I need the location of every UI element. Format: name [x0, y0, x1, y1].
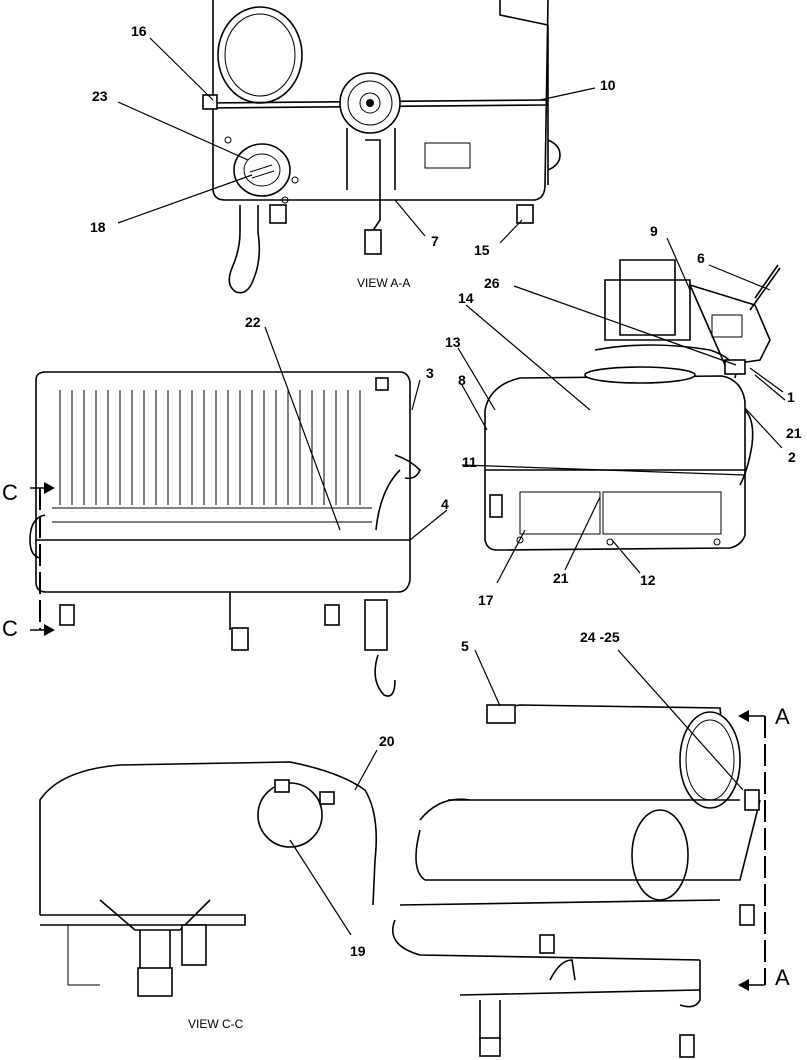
view-c-c-label: VIEW C-C	[188, 1017, 244, 1031]
callout-26: 26	[484, 275, 500, 291]
callout-16: 16	[131, 23, 147, 39]
view-a-a-label: VIEW A-A	[357, 276, 410, 290]
callout-17: 17	[478, 592, 494, 608]
callout-14: 14	[458, 290, 474, 306]
leader-lines	[117, 37, 786, 936]
section-a-bottom-marker: A	[775, 965, 790, 990]
callouts: 16 23 18 10 7 15 9 6 26 14 13 8 1 21 2 1…	[90, 23, 802, 959]
callout-21-upper: 21	[786, 425, 802, 441]
callout-24-25: 24 -25	[580, 629, 620, 645]
callout-21-lower: 21	[553, 570, 569, 586]
callout-12: 12	[640, 572, 656, 588]
callout-23: 23	[92, 88, 108, 104]
blower-assembly-drawing	[484, 259, 781, 551]
fin-slots	[52, 390, 372, 523]
callout-4: 4	[441, 496, 449, 512]
callout-1: 1	[787, 389, 795, 405]
section-c-bottom-marker: C	[2, 616, 18, 641]
callout-11: 11	[462, 454, 477, 470]
view-a-a-drawing	[202, 0, 561, 294]
heater-core-assembly-drawing	[29, 371, 421, 697]
callout-2: 2	[788, 449, 796, 465]
callout-18: 18	[90, 219, 106, 235]
callout-6: 6	[697, 250, 705, 266]
view-c-c-drawing	[39, 761, 378, 997]
callout-19: 19	[350, 943, 366, 959]
callout-20: 20	[379, 733, 395, 749]
section-c-top-marker: C	[2, 480, 18, 505]
callout-8: 8	[458, 372, 466, 388]
callout-22: 22	[245, 314, 261, 330]
section-line-c	[30, 482, 55, 636]
callout-7: 7	[431, 233, 439, 249]
callout-13: 13	[445, 334, 461, 350]
callout-9: 9	[650, 223, 658, 239]
callout-5: 5	[461, 638, 469, 654]
callout-3: 3	[426, 365, 434, 381]
housing-assembly-drawing	[392, 704, 761, 1058]
section-a-top-marker: A	[775, 704, 790, 729]
callout-10: 10	[600, 77, 616, 93]
section-line-a	[738, 710, 766, 991]
callout-15: 15	[474, 242, 490, 258]
